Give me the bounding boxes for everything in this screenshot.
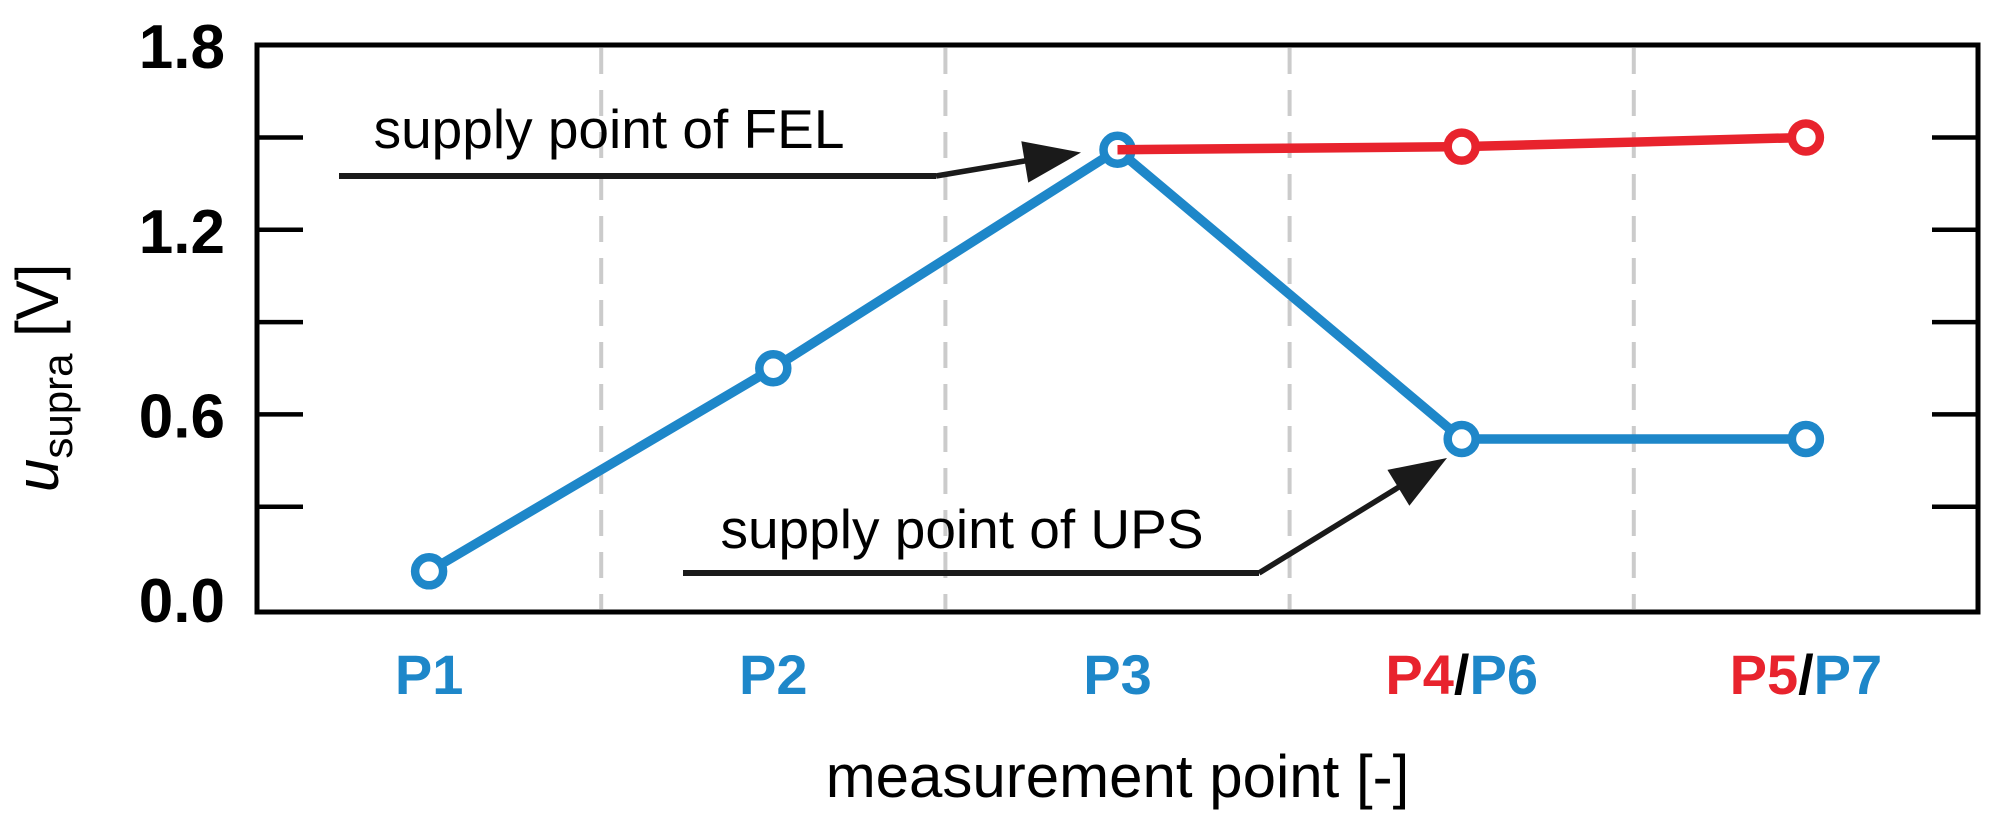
x-tick-label: P5/P7 — [1730, 643, 1883, 706]
x-tick-label: P2 — [739, 643, 808, 706]
x-tick-label: P3 — [1083, 643, 1152, 706]
y-tick-label: 1.8 — [139, 13, 225, 82]
annotation-ups-arrow-line — [1257, 468, 1427, 576]
data-marker — [1443, 420, 1480, 458]
annotation-fel-arrowhead — [1021, 141, 1081, 183]
data-marker — [755, 349, 792, 387]
y-tick-label: 0.6 — [139, 382, 225, 451]
y-tick-label: 0.0 — [139, 567, 225, 636]
data-marker — [1787, 420, 1825, 458]
data-marker — [1787, 119, 1825, 156]
plot-frame — [254, 42, 1981, 615]
data-marker — [410, 553, 448, 590]
x-axis-title: measurement point [-] — [826, 743, 1410, 810]
annotation-ups-arrowhead — [1387, 458, 1447, 506]
x-tick-label: P4/P6 — [1385, 643, 1538, 706]
data-marker — [1443, 128, 1480, 165]
annotation-ups-label: supply point of UPS — [720, 498, 1203, 560]
x-tick-label: P1 — [395, 643, 464, 706]
y-tick-label: 1.2 — [139, 198, 225, 267]
y-axis-title: usupra [V] — [4, 264, 81, 492]
annotation-fel-label: supply point of FEL — [374, 98, 845, 160]
